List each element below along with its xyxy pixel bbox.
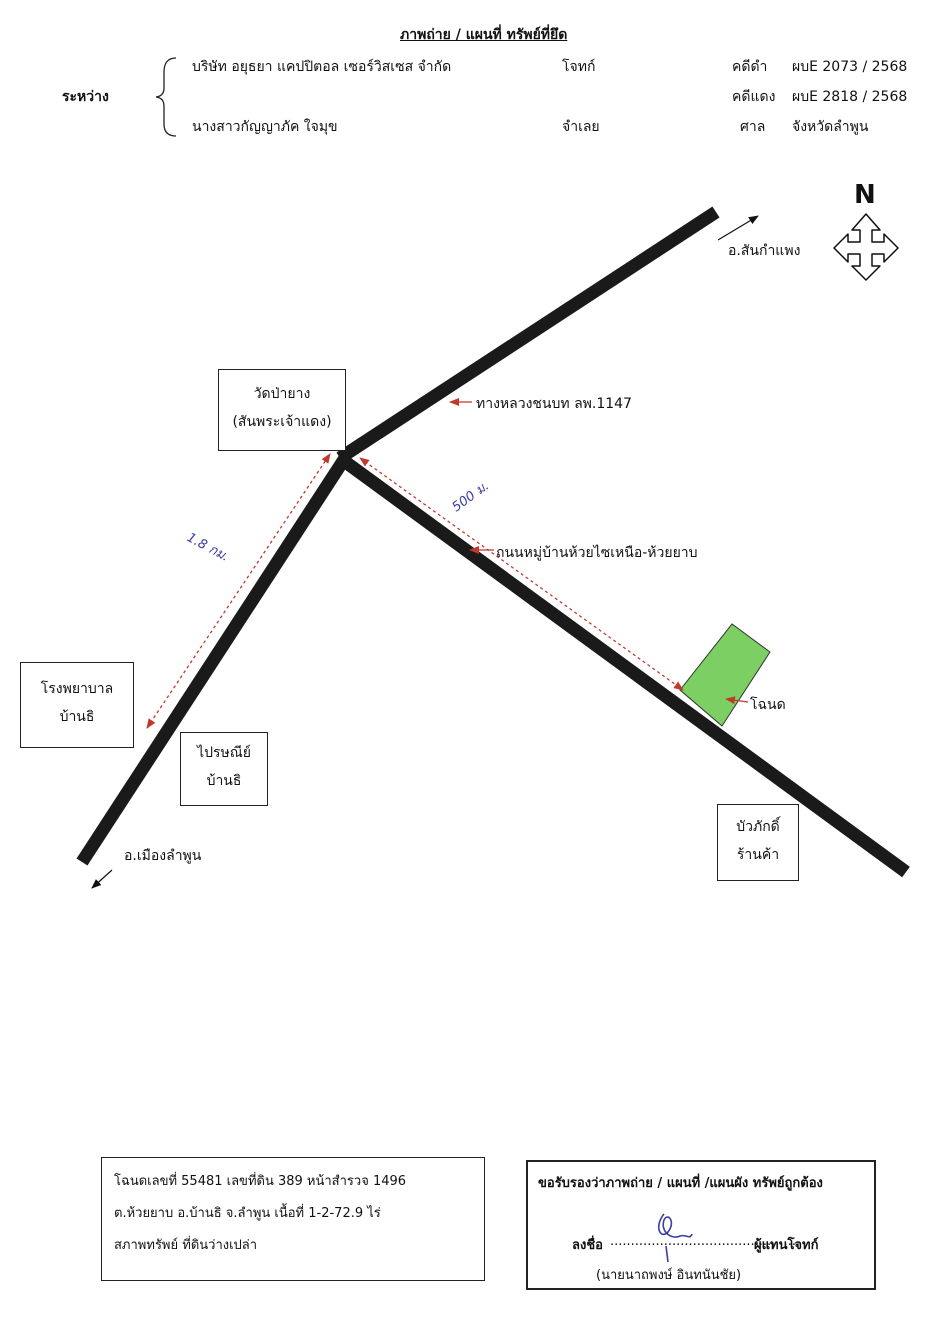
red-case-number: ผบE 2818 / 2568 <box>792 89 908 105</box>
distance-label-500m: 500 ม. <box>450 479 493 516</box>
property-info-box: โฉนดเลขที่ 55481 เลขที่ดิน 389 หน้าสำรวจ… <box>101 1157 485 1281</box>
defendant-name: นางสาวกัญญาภัค ใจมุข <box>192 119 338 135</box>
landmark-shop-subname: ร้านค้า <box>736 847 780 863</box>
road-village <box>336 452 910 878</box>
plaintiff-name: บริษัท อยุธยา แคปปิตอล เซอร์วิสเซส จำกัด <box>192 59 452 75</box>
certification-box: ขอรับรองว่าภาพถ่าย / แผนที่ /แผนผัง ทรัพ… <box>526 1160 876 1290</box>
distance-label-1-8km: 1.8 กม. <box>184 530 231 565</box>
landmark-post-office-subname: บ้านธิ <box>206 773 242 789</box>
label-to-san-kamphaeng: อ.สันกำแพง <box>728 243 801 259</box>
direction-arrow-mueang-lamphun <box>91 869 113 889</box>
property-condition: สภาพทรัพย์ ที่ดินว่างเปล่า <box>114 1238 258 1253</box>
court-label: ศาล <box>740 119 766 135</box>
court-name: จังหวัดลำพูน <box>792 119 869 135</box>
label-village-road: ถนนหมู่บ้านห้วยไซเหนือ-ห้วยยาบ <box>496 545 698 561</box>
compass-icon <box>833 213 899 281</box>
plaintiff-role: โจทก์ <box>562 59 596 75</box>
between-label: ระหว่าง <box>62 89 109 105</box>
deed-details: โฉนดเลขที่ 55481 เลขที่ดิน 389 หน้าสำรวจ… <box>114 1174 407 1189</box>
road-highway-1147 <box>336 206 720 464</box>
landmark-hospital-subname: บ้านธิ <box>59 709 95 725</box>
land-plot <box>679 623 771 727</box>
label-deed: โฉนด <box>750 697 786 713</box>
black-case-label: คดีดำ <box>732 59 768 75</box>
landmark-shop-name: บัวภักดิ์ <box>736 819 780 835</box>
signer-role: ผู้แทนโจทก์ <box>754 1238 819 1253</box>
landmark-temple-name: วัดป่ายาง <box>253 386 311 402</box>
landmark-hospital: โรงพยาบาล บ้านธิ <box>20 662 134 748</box>
landmark-post-office: ไปรษณีย์ บ้านธิ <box>180 732 268 806</box>
curly-brace <box>155 57 177 137</box>
label-to-mueang-lamphun: อ.เมืองลำพูน <box>124 848 202 864</box>
distance-line-1-8km <box>146 453 331 729</box>
label-highway: ทางหลวงชนบท ลพ.1147 <box>476 396 632 412</box>
location-area: ต.ห้วยยาบ อ.บ้านธิ จ.ลำพูน เนื้อที่ 1-2-… <box>114 1206 381 1221</box>
landmark-shop: บัวภักดิ์ ร้านค้า <box>717 804 799 881</box>
direction-arrow-san-kamphaeng <box>717 215 759 241</box>
deed-pointer-arrow <box>725 696 749 705</box>
red-case-label: คดีแดง <box>732 89 776 105</box>
signature-line: ........................................… <box>610 1234 801 1249</box>
page-title: ภาพถ่าย / แผนที่ ทรัพย์ที่ยึด <box>400 27 568 43</box>
signature-mark <box>657 1213 693 1263</box>
black-case-number: ผบE 2073 / 2568 <box>792 59 908 75</box>
distance-line-500m <box>359 457 684 691</box>
signer-name: (นายนาถพงษ์ อินทนันชัย) <box>596 1268 742 1283</box>
landmark-temple: วัดป่ายาง (สันพระเจ้าแดง) <box>218 369 346 451</box>
certification-heading: ขอรับรองว่าภาพถ่าย / แผนที่ /แผนผัง ทรัพ… <box>538 1176 823 1191</box>
landmark-hospital-name: โรงพยาบาล <box>40 681 114 697</box>
sign-label: ลงชื่อ <box>572 1238 603 1253</box>
landmark-temple-subname: (สันพระเจ้าแดง) <box>232 414 332 430</box>
defendant-role: จำเลย <box>562 119 600 135</box>
landmark-post-office-name: ไปรษณีย์ <box>197 745 251 761</box>
north-label: N <box>854 180 876 210</box>
